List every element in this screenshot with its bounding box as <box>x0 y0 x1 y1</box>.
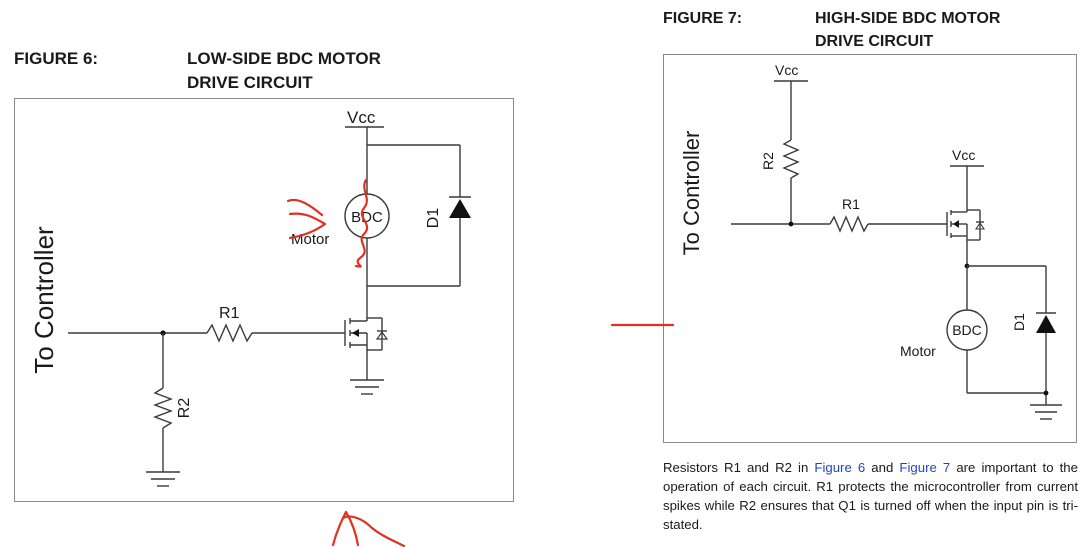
figure6-bdc-label: BDC <box>351 209 383 226</box>
figure6-motor-label: Motor <box>291 231 329 248</box>
annotation-marks <box>286 178 675 547</box>
figure6-vcc-label: Vcc <box>347 108 376 127</box>
figure7-title-line1: HIGH-SIDE BDC MOTOR <box>815 10 1001 27</box>
paragraph-text-3: are important to the operation of each c… <box>663 460 1078 532</box>
figure6-r1-label: R1 <box>219 305 240 322</box>
paragraph-text-2: and <box>865 460 900 475</box>
figure7-r2-icon <box>782 139 800 179</box>
figure6-r1-icon <box>206 323 253 343</box>
figure7-title-line2: DRIVE CIRCUIT <box>815 33 934 50</box>
figure7-d1-label: D1 <box>1011 313 1027 331</box>
figure7-to-controller-label: To Controller <box>679 131 704 256</box>
figure7-diode-icon <box>1036 312 1056 333</box>
figure6-to-controller-label: To Controller <box>29 226 59 374</box>
figure7-r1-icon <box>829 215 869 233</box>
paragraph-text-1: Resistors R1 and R2 in <box>663 460 815 475</box>
figure6-circuit: Vcc D1 BDC Motor <box>29 108 471 487</box>
figure7-number: FIGURE 7: <box>663 10 743 27</box>
figure6-mosfet-icon <box>344 317 389 351</box>
figure6-diode-icon <box>449 196 471 218</box>
figure7-frame <box>663 54 1077 443</box>
figure6-link[interactable]: Figure 6 <box>814 460 866 475</box>
figure6-ground2-icon <box>146 471 180 487</box>
figure7-mosfet-icon <box>946 209 986 241</box>
figure6-r2-label: R2 <box>176 398 193 419</box>
figure7-junction <box>788 221 794 227</box>
description-paragraph: Resistors R1 and R2 in Figure 6 and Figu… <box>663 458 1078 534</box>
figure6-frame <box>14 98 514 502</box>
figure7-motor-label: Motor <box>900 343 936 359</box>
figure6-d1-label: D1 <box>425 208 442 229</box>
figure6-number: FIGURE 6: <box>14 49 99 68</box>
figure7-vcc-right-label: Vcc <box>952 147 975 163</box>
figure6-ground-icon <box>350 379 384 395</box>
figure7-ground-icon <box>1030 404 1062 420</box>
figure7-circuit: Vcc R2 R1 Vcc <box>679 62 1062 420</box>
figure6-title-line1: LOW-SIDE BDC MOTOR <box>187 49 381 68</box>
figure7-vcc-top-label: Vcc <box>775 62 798 78</box>
figure7-r2-label: R2 <box>760 152 776 170</box>
figure7-bdc-label: BDC <box>952 322 982 338</box>
figure7-r1-label: R1 <box>842 196 860 212</box>
figure6-title-line2: DRIVE CIRCUIT <box>187 73 313 92</box>
figure7-link[interactable]: Figure 7 <box>899 460 951 475</box>
figure6-r2-icon <box>153 387 173 429</box>
